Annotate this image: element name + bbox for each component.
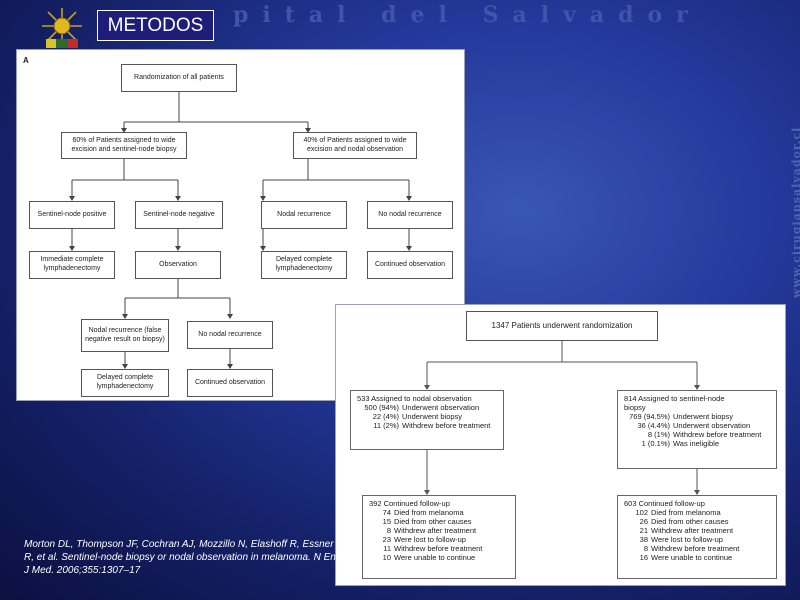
randomization-total-box: 1347 Patients underwent randomization [466, 311, 658, 341]
followup-title: 392 Continued follow-up [369, 499, 450, 508]
observation-arm-box: 40% of Patients assigned to wide excisio… [293, 132, 417, 159]
count-value: 769 (94.5%) [629, 412, 670, 421]
count-value: 1 (0.1%) [641, 439, 670, 448]
count-label: Underwent biopsy [673, 412, 734, 421]
count-value: 23 [382, 535, 391, 544]
delayed-lymphadenectomy-2-box: Delayed complete lymphadenectomy [81, 369, 169, 397]
panel-a-connectors [69, 92, 412, 369]
count-label: Underwent biopsy [402, 412, 463, 421]
count-label: Were lost to follow-up [651, 535, 723, 544]
count-label: Underwent observation [402, 403, 480, 412]
count-value: 500 (94%) [364, 403, 399, 412]
section-badge: METODOS [97, 10, 214, 41]
count-value: 8 (1%) [647, 430, 670, 439]
assignment-title: 814 Assigned to sentinel-node biopsy [624, 394, 725, 412]
flowchart-panel-a: A Randomization of all patients 60% of P… [16, 49, 465, 401]
count-label: Died from other causes [394, 517, 472, 526]
biopsy-arm-box: 60% of Patients assigned to wide excisio… [61, 132, 187, 159]
count-value: 11 (2%) [373, 421, 399, 430]
count-value: 102 [635, 508, 648, 517]
count-label: Died from melanoma [394, 508, 464, 517]
count-label: Withdrew before treatment [651, 544, 740, 553]
continued-observation-box: Continued observation [367, 251, 453, 279]
count-label: Were unable to continue [651, 553, 733, 562]
count-value: 8 [643, 544, 648, 553]
count-label: Died from other causes [651, 517, 729, 526]
website-watermark: www.cirugiansalvador.cl [790, 126, 800, 298]
count-label: Withdrew after treatment [651, 526, 734, 535]
false-negative-box: Nodal recurrence (false negative result … [81, 319, 169, 352]
count-label: Were lost to follow-up [394, 535, 466, 544]
sentinel-biopsy-assignment-box: 814 Assigned to sentinel-node biopsy 769… [617, 390, 777, 469]
observation-box: Observation [135, 251, 221, 279]
count-value: 16 [639, 553, 648, 562]
panel-b-connectors [424, 341, 700, 495]
count-label: Were unable to continue [394, 553, 476, 562]
count-value: 22 (4%) [372, 412, 399, 421]
assignment-title: 533 Assigned to nodal observation [357, 394, 472, 403]
count-value: 15 [382, 517, 391, 526]
count-value: 21 [639, 526, 648, 535]
count-value: 36 (4.4%) [637, 421, 670, 430]
sn-positive-box: Sentinel-node positive [29, 201, 115, 229]
randomization-box: Randomization of all patients [121, 64, 237, 92]
no-nodal-recurrence-box: No nodal recurrence [367, 201, 453, 229]
immediate-lymphadenectomy-box: Immediate complete lymphadenectomy [29, 251, 115, 279]
hospital-header-title: pital del Salvador [233, 2, 702, 28]
count-value: 38 [639, 535, 648, 544]
nodal-recurrence-box: Nodal recurrence [261, 201, 347, 229]
count-value: 26 [639, 517, 648, 526]
panel-letter: A [23, 56, 29, 65]
count-label: Died from melanoma [651, 508, 721, 517]
count-label: Withdrew before treatment [673, 430, 762, 439]
count-value: 74 [382, 508, 391, 517]
continued-observation-2-box: Continued observation [187, 369, 273, 397]
flowchart-panel-b: 1347 Patients underwent randomization 53… [335, 304, 786, 586]
count-label: Underwent observation [673, 421, 751, 430]
nodal-observation-assignment-box: 533 Assigned to nodal observation 500 (9… [350, 390, 504, 450]
count-label: Withdrew before treatment [402, 421, 491, 430]
count-label: Withdrew before treatment [394, 544, 483, 553]
followup-title: 603 Continued follow-up [624, 499, 705, 508]
reference-citation: Morton DL, Thompson JF, Cochran AJ, Mozz… [24, 539, 344, 576]
sn-negative-box: Sentinel-node negative [135, 201, 223, 229]
count-value: 11 [383, 544, 391, 553]
no-nodal-recurrence-2-box: No nodal recurrence [187, 321, 273, 349]
hospital-logo-icon [42, 8, 82, 48]
count-value: 8 [386, 526, 391, 535]
count-value: 10 [382, 553, 391, 562]
count-label: Was ineligible [673, 439, 719, 448]
count-label: Withdrew after treatment [394, 526, 477, 535]
delayed-lymphadenectomy-box: Delayed complete lymphadenectomy [261, 251, 347, 279]
